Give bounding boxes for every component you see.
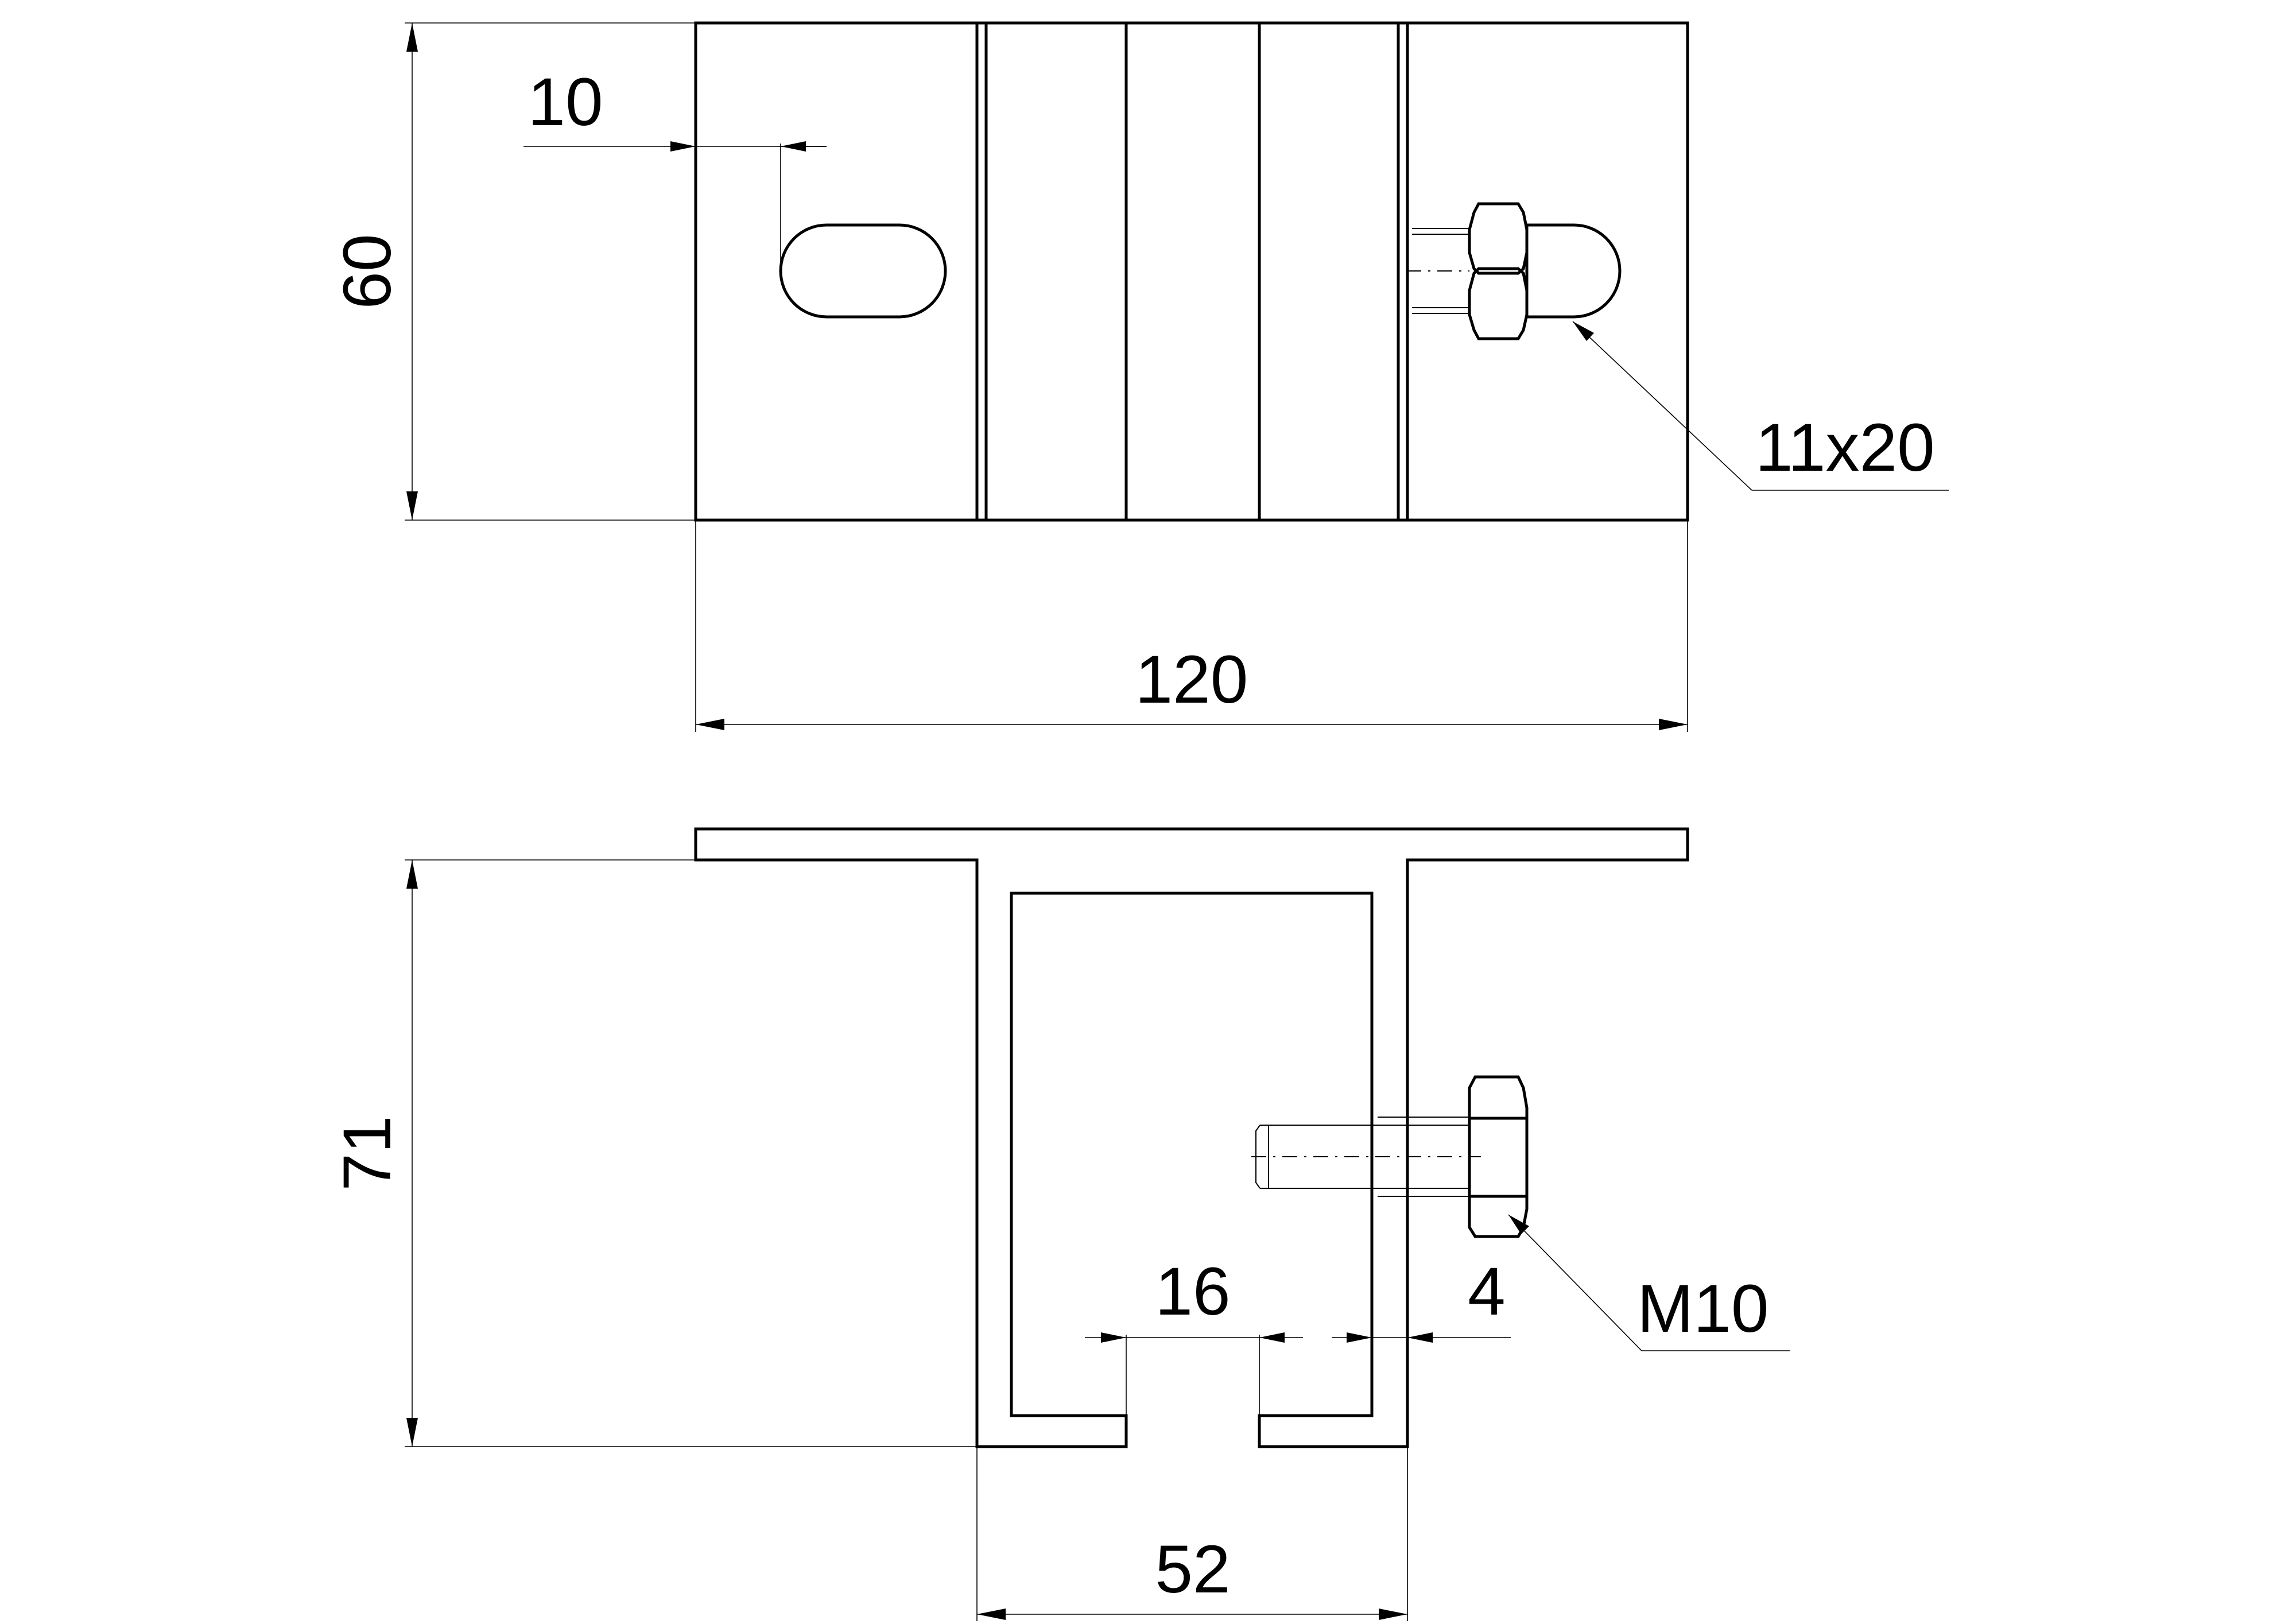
dim-10: 10	[523, 64, 827, 271]
bolt-top-view	[1406, 202, 1529, 340]
front-view	[694, 827, 1689, 1448]
dim-71: 71	[329, 859, 977, 1447]
slot-left	[779, 223, 947, 319]
dim-label-opening: 16	[1155, 1254, 1230, 1330]
dim-120: 120	[695, 520, 1688, 732]
dim-label-width-total: 120	[1135, 642, 1248, 718]
dim-label-height-top: 60	[329, 234, 405, 309]
profile-outline	[694, 827, 1689, 1448]
dim-label-height-profile: 71	[329, 1115, 405, 1191]
dim-label-bolt: M10	[1637, 1271, 1769, 1347]
dim-16-4: 16 4	[1085, 1254, 1511, 1416]
dim-label-wall: 4	[1468, 1254, 1506, 1330]
dim-label-slot: 11x20	[1755, 410, 1935, 486]
dim-slot-leader: 11x20	[1572, 321, 1949, 491]
channel-lines	[975, 23, 1409, 520]
top-plate-outline	[694, 21, 1689, 522]
slot-right	[1525, 223, 1622, 319]
dim-bolt-leader: M10	[1508, 1214, 1790, 1351]
dim-label-hole-offset: 10	[528, 64, 603, 140]
dim-label-profile-width: 52	[1155, 1532, 1230, 1607]
dim-60: 60	[329, 22, 696, 521]
dim-52: 52	[976, 1447, 1408, 1621]
top-view	[694, 21, 1689, 522]
bolt-front-view	[1251, 1075, 1529, 1238]
